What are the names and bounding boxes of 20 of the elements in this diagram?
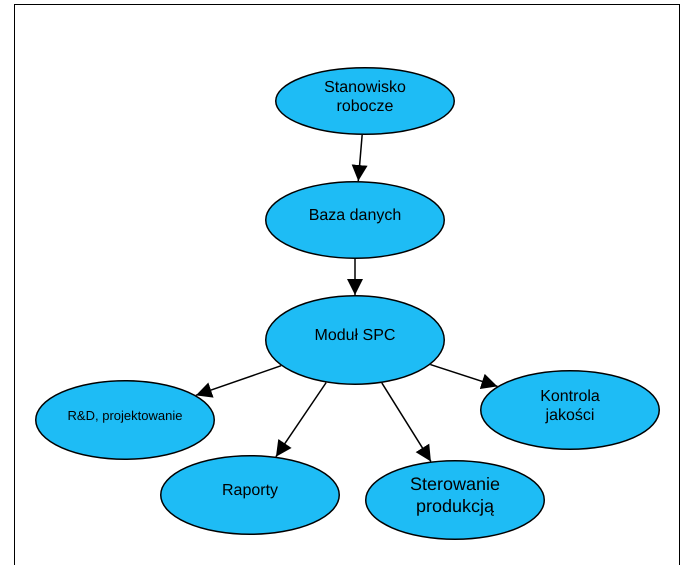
ellipse-node [265,295,445,385]
ellipse-node [275,67,455,135]
ellipse-node [265,181,445,259]
arrow [275,382,327,458]
node-label: Moduł SPC [314,326,396,346]
node-label: Stanowisko robocze [323,78,407,116]
node-label: Kontrola jakości [539,386,601,426]
arrow [352,134,368,182]
node-label: Raporty [222,481,278,501]
ellipse-node [35,380,215,460]
node-label: Baza danych [308,206,402,226]
arrow [347,259,363,295]
node-label: Sterowanie produkcją [408,474,502,518]
node-label: R&D, projektowanie [68,408,182,424]
ellipse-node [480,370,660,450]
arrow [196,365,282,398]
ellipse-node [160,455,340,535]
arrow [430,364,498,390]
arrow [381,382,432,462]
ellipse-node [365,460,545,540]
